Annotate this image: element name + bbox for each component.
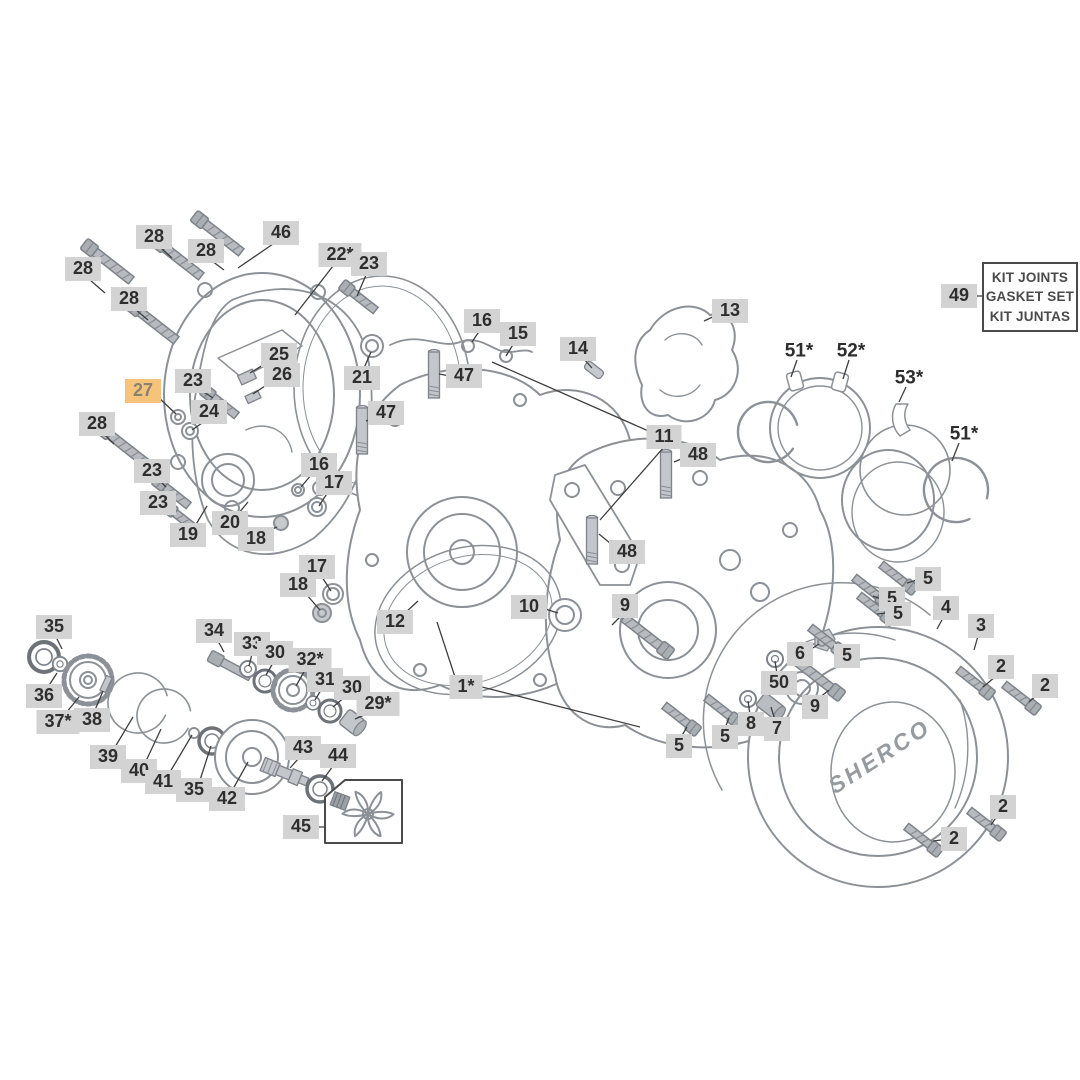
part-label-47[interactable]: 47 xyxy=(367,401,405,425)
part-label-2[interactable]: 2 xyxy=(1031,674,1059,698)
part-label-45[interactable]: 45 xyxy=(282,815,320,839)
part-label-17[interactable]: 17 xyxy=(315,471,353,495)
part-label-42[interactable]: 42 xyxy=(208,787,246,811)
part-label-13[interactable]: 13 xyxy=(711,299,749,323)
part-label-3[interactable]: 3 xyxy=(967,614,995,638)
reed-valve-group xyxy=(634,305,739,423)
part-label-28[interactable]: 28 xyxy=(187,239,225,263)
part-label-50[interactable]: 50 xyxy=(760,671,798,695)
part-label-39[interactable]: 39 xyxy=(89,745,127,769)
part-label-12[interactable]: 12 xyxy=(376,610,414,634)
part-label-23[interactable]: 23 xyxy=(139,491,177,515)
part-label-28[interactable]: 28 xyxy=(110,287,148,311)
part-label-51[interactable]: 51* xyxy=(784,340,814,362)
part-label-15[interactable]: 15 xyxy=(499,322,537,346)
part-label-48[interactable]: 48 xyxy=(608,540,646,564)
part-label-23[interactable]: 23 xyxy=(350,252,388,276)
part-label-44[interactable]: 44 xyxy=(319,744,357,768)
leader-lines xyxy=(47,243,1039,842)
part-label-10[interactable]: 10 xyxy=(510,595,548,619)
part-label-49[interactable]: 49 xyxy=(940,284,978,308)
part-label-43[interactable]: 43 xyxy=(284,736,322,760)
part-label-11[interactable]: 11 xyxy=(646,425,682,449)
part-label-29[interactable]: 29* xyxy=(356,692,400,716)
part-label-2[interactable]: 2 xyxy=(989,795,1017,819)
part-label-53[interactable]: 53* xyxy=(894,367,924,389)
part-label-32[interactable]: 32* xyxy=(288,648,332,672)
part-label-36[interactable]: 36 xyxy=(25,684,63,708)
part-label-19[interactable]: 19 xyxy=(169,523,207,547)
kit-box-line-2: GASKET SET xyxy=(985,289,1075,305)
part-label-38[interactable]: 38 xyxy=(73,708,111,732)
water-pump-impeller xyxy=(341,790,395,838)
part-label-26[interactable]: 26 xyxy=(263,363,301,387)
part-label-17[interactable]: 17 xyxy=(298,555,336,579)
part-label-18[interactable]: 18 xyxy=(237,527,275,551)
part-label-52[interactable]: 52* xyxy=(836,340,866,362)
part-label-28[interactable]: 28 xyxy=(78,412,116,436)
part-label-5[interactable]: 5 xyxy=(665,734,693,758)
crankcase-group xyxy=(345,368,835,749)
part-label-20[interactable]: 20 xyxy=(211,511,249,535)
part-label-9[interactable]: 9 xyxy=(801,695,829,719)
part-label-21[interactable]: 21 xyxy=(343,366,381,390)
part-label-5[interactable]: 5 xyxy=(833,644,861,668)
part-label-35[interactable]: 35 xyxy=(175,778,213,802)
part-label-23[interactable]: 23 xyxy=(133,459,171,483)
part-label-2[interactable]: 2 xyxy=(987,655,1015,679)
part-label-9[interactable]: 9 xyxy=(611,594,639,618)
part-label-46[interactable]: 46 xyxy=(262,221,300,245)
kit-box-line-1: KIT JOINTS xyxy=(991,269,1069,285)
part-label-5[interactable]: 5 xyxy=(711,725,739,749)
part-label-18[interactable]: 18 xyxy=(279,573,317,597)
part-label-48[interactable]: 48 xyxy=(679,443,717,467)
part-label-28[interactable]: 28 xyxy=(64,257,102,281)
part-label-34[interactable]: 34 xyxy=(195,619,233,643)
part-label-7[interactable]: 7 xyxy=(763,717,791,741)
part-label-4[interactable]: 4 xyxy=(932,596,960,620)
part-label-6[interactable]: 6 xyxy=(786,642,814,666)
part-label-28[interactable]: 28 xyxy=(135,225,173,249)
gasket-kit-box: KIT JOINTS GASKET SET KIT JUNTAS xyxy=(982,262,1078,332)
part-label-8[interactable]: 8 xyxy=(737,712,765,736)
part-label-1[interactable]: 1* xyxy=(449,675,483,699)
part-label-37[interactable]: 37* xyxy=(36,710,80,734)
part-label-2[interactable]: 2 xyxy=(940,827,968,851)
part-label-5[interactable]: 5 xyxy=(884,602,912,626)
part-label-47[interactable]: 47 xyxy=(445,364,483,388)
part-label-27[interactable]: 27 xyxy=(124,379,162,403)
kit-box-line-3: KIT JUNTAS xyxy=(989,308,1071,324)
part-label-35[interactable]: 35 xyxy=(35,615,73,639)
part-label-41[interactable]: 41 xyxy=(144,770,182,794)
part-label-30[interactable]: 30 xyxy=(256,641,294,665)
oil-line-group xyxy=(170,334,605,623)
part-label-23[interactable]: 23 xyxy=(174,369,212,393)
part-label-16[interactable]: 16 xyxy=(463,309,501,333)
part-label-5[interactable]: 5 xyxy=(914,567,942,591)
part-label-14[interactable]: 14 xyxy=(559,337,597,361)
part-label-51[interactable]: 51* xyxy=(949,423,979,445)
part-label-24[interactable]: 24 xyxy=(190,400,228,424)
